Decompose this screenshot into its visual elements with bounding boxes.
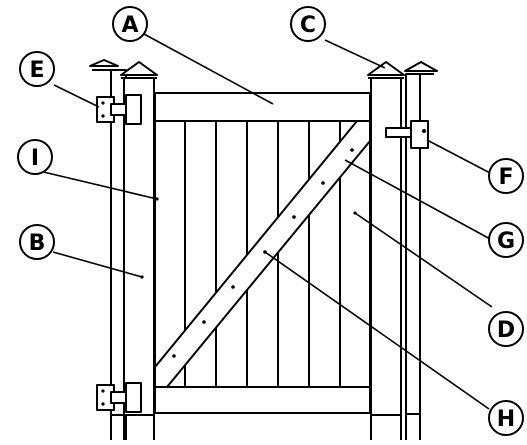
label-B: B [19,224,55,260]
label-D: D [488,311,524,347]
label-C-text: C [300,13,316,38]
label-F: F [488,158,524,194]
label-I-text: I [31,146,39,171]
top-hinge [96,94,142,125]
label-A-text: A [121,13,138,38]
label-I: I [17,139,53,175]
label-H-text: H [497,407,515,432]
label-G-text: G [497,229,515,254]
label-H: H [488,400,524,436]
screw-dots [101,101,426,406]
label-E: E [19,51,55,87]
label-E-text: E [29,58,44,83]
label-B-text: B [29,231,46,256]
label-A: A [112,6,148,42]
label-C: C [290,6,326,42]
gate-frame [120,61,405,440]
label-D-text: D [497,318,515,343]
label-F-text: F [498,165,513,190]
diagonal-brace [154,120,371,388]
gate-latch [385,120,429,149]
right-latch-post [404,61,438,440]
label-G: G [488,222,524,258]
bottom-hinge [96,382,142,413]
leader-lines [34,33,493,410]
